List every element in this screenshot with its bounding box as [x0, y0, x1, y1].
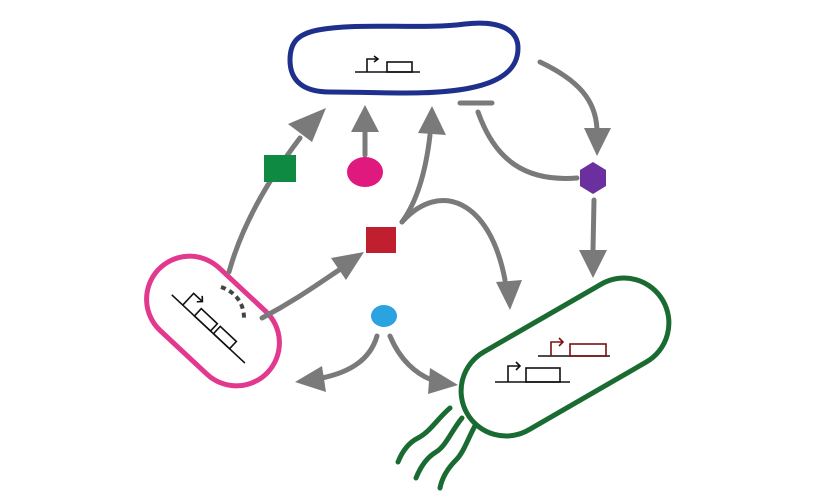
arrow-purple-to-right — [590, 197, 597, 253]
inhibition-purple-to-top — [475, 109, 580, 181]
right-cell — [395, 275, 672, 491]
right-cell-body — [458, 275, 672, 439]
left-cell-body — [144, 253, 282, 389]
flagella — [395, 405, 479, 491]
arrow-left-to-red — [259, 265, 345, 321]
top-cell-gene — [355, 55, 420, 73]
purple-hexagon-molecule — [580, 162, 606, 194]
arrow-blue-to-right — [387, 333, 435, 383]
arrow-blue-to-left — [319, 333, 380, 381]
left-cell-gene — [171, 292, 246, 364]
red-square-molecule — [366, 227, 396, 253]
right-cell-gene-lower — [495, 361, 570, 383]
top-cell-body — [287, 20, 521, 96]
molecules — [264, 155, 606, 327]
pink-oval-molecule — [347, 157, 383, 187]
top-cell — [287, 20, 521, 96]
arrows — [226, 59, 611, 394]
green-square-molecule — [264, 155, 296, 182]
arrow-red-to-right — [399, 198, 508, 283]
left-cell — [144, 253, 282, 389]
arrow-top-to-purple — [537, 59, 600, 133]
left-cell-dashed-arc — [220, 285, 246, 319]
blue-oval-molecule — [371, 305, 397, 327]
right-cell-gene-upper — [538, 337, 610, 357]
